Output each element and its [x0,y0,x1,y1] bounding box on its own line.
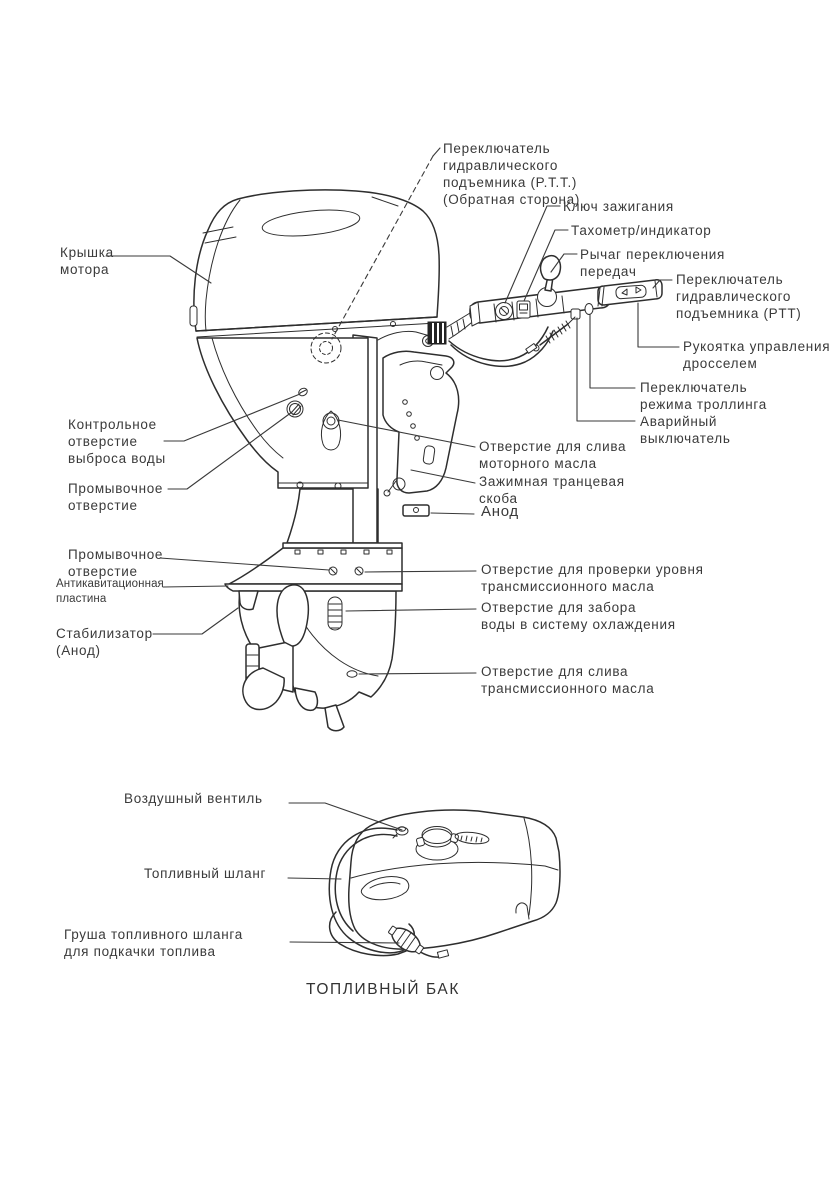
emergency-stop-switch [571,309,580,319]
trolling-switch-button [585,304,593,315]
label-water-intake: Отверстие для забора воды в систему охла… [481,600,676,632]
primer-bulb-shape [385,922,426,959]
leader-shift-lever [551,254,577,272]
fuel-tank [329,810,560,958]
label-flush-upper: Промывочное отверстие [68,481,164,513]
label-ignition-key: Ключ зажигания [563,199,674,214]
stabilizer-fin [239,591,258,610]
control-cable [449,327,548,361]
fuel-tank-caption: ТОПЛИВНЫЙ БАК [306,981,460,998]
label-gear-oil-drain: Отверстие для слива трансмиссионного мас… [481,664,655,696]
leader-primer-bulb [290,942,399,943]
leader-air-vent [289,803,402,830]
ignition-key-switch [496,303,513,320]
label-stabilizer: Стабилизатор (Анод) [56,626,153,658]
label-emergency-switch: Аварийный выключатель [640,414,731,446]
leader-fuel-hose [288,878,341,879]
label-fuel-hose: Топливный шланг [144,866,267,881]
engine-oil-drain [321,411,340,450]
gear-oil-drain-hole [347,671,357,677]
leader-lines [106,148,679,943]
tiller-handle [428,256,662,367]
label-water-check: Контрольное отверстие выброса воды [68,417,166,466]
propeller [243,585,318,710]
label-shift-lever: Рычаг переключения передач [580,247,725,279]
spray-plate [283,543,402,548]
emergency-lanyard [526,317,575,353]
ptt-rear-switch-hidden [311,333,341,363]
label-flush-lower: Промывочное отверстие [68,547,164,579]
leader-flush-upper [168,412,292,489]
label-trolling-switch: Переключатель режима троллинга [640,380,767,412]
label-throttle-grip: Рукоятка управления дросселем [683,339,831,371]
lower-cowling [197,338,368,489]
brand-plate [455,831,490,845]
label-motor-cover: Крышка мотора [60,245,114,277]
label-gear-oil-level: Отверстие для проверки уровня трансмисси… [481,562,704,594]
leader-motor-cover [106,256,211,283]
control-cable [451,331,553,366]
leader-anticavitation [163,586,228,587]
leader-engine-oil-drain [338,420,475,447]
leader-gear-oil-drain [359,673,476,674]
label-anode: Анод [481,503,519,520]
fuel-filler-cap [416,827,459,861]
leader-clamp-bracket [411,470,475,483]
shift-lever [538,256,561,307]
tank-handle-recess [361,877,408,900]
label-air-vent: Воздушный вентиль [124,791,263,806]
leader-ptt-rear [433,148,440,156]
leader-emergency-switch [577,318,635,421]
leader-water-intake [346,609,476,611]
leader-water-check [164,394,300,441]
ptt-switch-rocker [616,285,647,299]
throttle-grip-shape [598,280,662,306]
gear-oil-level-screw [329,567,337,575]
leader-ignition-key [505,206,560,303]
label-anticavitation: Антикавитационная пластина [56,578,164,605]
label-ptt-switch: Переключатель гидравлического подъемника… [676,272,802,321]
leader-anode [431,513,474,514]
anticavitation-plate [225,584,402,591]
flush-plug [287,401,303,417]
tachometer-indicator [517,301,530,318]
leader-throttle-grip [638,303,679,347]
leader-tachometer [524,230,568,301]
transom-clamp-bracket [378,331,459,516]
leader-gear-oil-level [365,571,476,572]
leader-trolling-switch [590,315,635,388]
leader-ptt-switch [653,280,672,288]
label-clamp-bracket: Зажимная транцевая скоба [479,474,625,506]
leader-stabilizer [153,608,238,634]
label-primer-bulb: Груша топливного шланга для подкачки топ… [64,927,243,959]
label-ptt-rear: Переключатель гидравлического подъемника… [443,141,581,207]
leader-ptt-rear-dashed [332,156,433,339]
engine-cowling [190,190,439,363]
flush-lower-screw [355,567,363,575]
label-tachometer: Тахометр/индикатор [571,223,712,238]
anode-block [403,505,429,516]
water-intake-grille [328,597,342,630]
clamp-screw [384,478,405,496]
label-engine-oil-drain: Отверстие для слива моторного масла [479,439,627,471]
leader-flush-lower [160,558,329,570]
